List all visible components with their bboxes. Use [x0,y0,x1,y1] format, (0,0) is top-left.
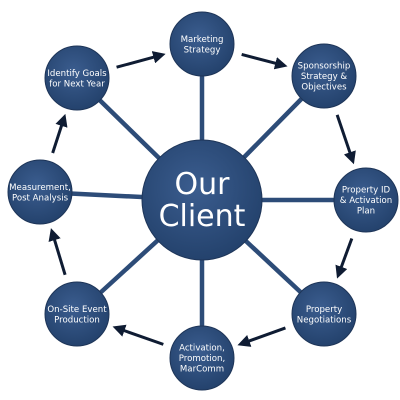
node-label-line: Promotion, [179,354,225,364]
node-label-line: Production [54,315,100,325]
node-label-line: On-Site Event [47,305,107,315]
node-circle [333,167,399,233]
node-label-line: Property ID [342,186,391,196]
center-circle [141,139,263,261]
node-label-line: Activation, [179,344,225,354]
node-label-line: & Activation [340,196,392,206]
node-label-line: Negotiations [297,315,352,325]
node-label-line: Objectives [301,83,347,93]
node-label-line: Identify Goals [47,69,107,79]
node-label-line: MarComm [180,365,224,375]
arrow-identify-goals-to-marketing-strategy [116,51,166,69]
node-circle [169,325,235,391]
arrow-sponsorship-strategy-to-property-id [335,114,356,165]
node-circle [291,43,357,109]
node-activation-promotion: Activation,Promotion,MarComm [169,325,235,391]
center-label-line: Client [159,199,246,234]
node-circle [7,159,73,225]
node-label-line: Plan [357,207,375,217]
node-measurement: Measurement,Post Analysis [7,159,73,225]
arrow-marketing-strategy-to-sponsorship-strategy [241,52,288,70]
arrow-onsite-event-to-measurement [48,228,67,276]
arrow-group [48,51,356,347]
arrow-measurement-to-identify-goals [51,113,68,154]
node-label-line: Property [306,305,342,315]
arrow-property-id-to-property-negotiations [335,237,354,279]
node-label-line: Strategy & [301,72,348,82]
arrow-activation-promotion-to-onsite-event [112,324,164,346]
node-label-line: Sponsorship [298,62,351,72]
node-circle [44,45,110,111]
center-label-line: Our [175,167,231,202]
node-circle [169,11,235,77]
arrow-property-negotiations-to-activation-promotion [237,326,286,347]
node-label-line: for Next Year [49,79,105,89]
node-label-line: Marketing [181,35,224,45]
node-label-line: Post Analysis [12,193,69,203]
node-label-line: Measurement, [9,183,71,193]
node-label-line: Strategy [184,45,221,55]
node-circle [44,281,110,347]
node-circle [291,281,357,347]
